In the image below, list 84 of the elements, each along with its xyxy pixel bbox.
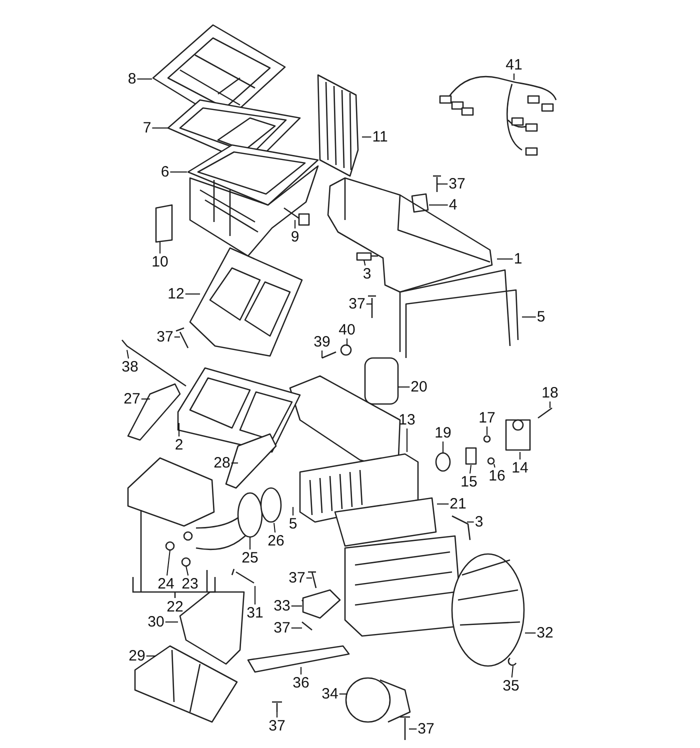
callout-number: 34 bbox=[320, 686, 340, 702]
callout-number: 19 bbox=[434, 424, 452, 442]
leader-line bbox=[186, 566, 189, 576]
callout-number: 17 bbox=[478, 410, 496, 426]
callout-number: 35 bbox=[502, 678, 520, 694]
leader-line bbox=[178, 422, 180, 437]
fitting-drawing bbox=[356, 252, 379, 261]
callout-number: 40 bbox=[338, 322, 356, 338]
callout-number: 1 bbox=[512, 250, 524, 268]
callout-number: 16 bbox=[488, 468, 506, 484]
callout-number: 29 bbox=[128, 648, 146, 664]
callout-number: 41 bbox=[504, 56, 524, 74]
callout-number: 28 bbox=[212, 454, 232, 472]
leader-line bbox=[362, 136, 372, 138]
leader-line bbox=[364, 260, 366, 266]
callout-number: 38 bbox=[120, 358, 140, 376]
callout-number: 5 bbox=[536, 308, 546, 326]
bolt-drawing bbox=[432, 175, 442, 193]
leader-line bbox=[294, 220, 296, 229]
bolt-drawing bbox=[231, 568, 255, 584]
leader-line bbox=[442, 441, 444, 454]
leader-line bbox=[486, 426, 488, 436]
callout-number: 13 bbox=[398, 412, 416, 428]
leader-line bbox=[292, 506, 294, 516]
leader-line bbox=[524, 632, 536, 634]
callout-number: 5 bbox=[288, 516, 298, 532]
callout-number: 39 bbox=[312, 334, 332, 350]
leader-line bbox=[136, 78, 152, 80]
leader-line bbox=[274, 522, 276, 533]
leader-line bbox=[276, 712, 278, 718]
callout-number: 26 bbox=[266, 532, 286, 550]
callout-number: 3 bbox=[362, 266, 372, 282]
callout-number: 4 bbox=[448, 196, 458, 214]
callout-number: 36 bbox=[292, 674, 310, 692]
callout-number: 25 bbox=[240, 550, 260, 566]
callout-number: 37 bbox=[268, 718, 286, 734]
callout-number: 33 bbox=[272, 598, 292, 614]
leader-line bbox=[346, 338, 348, 346]
leader-line bbox=[428, 204, 448, 206]
callout-number: 21 bbox=[448, 496, 468, 512]
callout-number: 2 bbox=[174, 436, 184, 454]
leader-line bbox=[406, 428, 408, 452]
leader-line bbox=[408, 728, 418, 730]
callout-number: 10 bbox=[150, 254, 170, 270]
leader-line bbox=[522, 316, 536, 318]
callout-number: 12 bbox=[166, 286, 186, 302]
callout-number: 27 bbox=[122, 390, 142, 408]
callout-number: 37 bbox=[448, 176, 466, 192]
callout-number: 31 bbox=[246, 604, 264, 622]
leader-line bbox=[254, 586, 256, 605]
callout-number: 14 bbox=[510, 460, 530, 476]
leader-line bbox=[494, 464, 496, 468]
callout-number: 20 bbox=[410, 378, 428, 396]
callout-number: 24 bbox=[156, 576, 176, 592]
callout-number: 11 bbox=[371, 128, 389, 146]
callout-number: 22 bbox=[166, 598, 184, 616]
callout-number: 18 bbox=[540, 384, 560, 402]
callout-number: 32 bbox=[536, 624, 554, 642]
callout-number: 37 bbox=[272, 620, 292, 636]
callout-number: 30 bbox=[146, 614, 166, 630]
leader-line bbox=[126, 350, 129, 359]
callout-number: 23 bbox=[180, 576, 200, 592]
clip-drawing bbox=[508, 658, 517, 666]
callout-number: 9 bbox=[290, 228, 300, 246]
callout-number: 15 bbox=[460, 474, 478, 490]
callout-number: 37 bbox=[156, 328, 174, 346]
callout-number: 3 bbox=[474, 514, 484, 530]
leader-line bbox=[496, 258, 514, 260]
callout-number: 8 bbox=[126, 70, 138, 88]
bracket-drawing bbox=[411, 193, 429, 213]
callout-number: 37 bbox=[416, 720, 436, 738]
callout-number: 7 bbox=[142, 120, 152, 136]
leader-line bbox=[511, 666, 514, 678]
leader-line bbox=[230, 462, 238, 464]
callout-number: 37 bbox=[348, 296, 366, 312]
callout-number: 6 bbox=[160, 164, 170, 180]
air-duct-drawing bbox=[327, 177, 493, 293]
leader-line bbox=[470, 464, 472, 474]
leader-line bbox=[174, 336, 180, 338]
callout-number: 37 bbox=[288, 570, 306, 586]
leader-line bbox=[300, 666, 302, 675]
leader-line bbox=[140, 398, 150, 400]
leader-line bbox=[166, 550, 170, 576]
leader-line bbox=[398, 386, 410, 388]
